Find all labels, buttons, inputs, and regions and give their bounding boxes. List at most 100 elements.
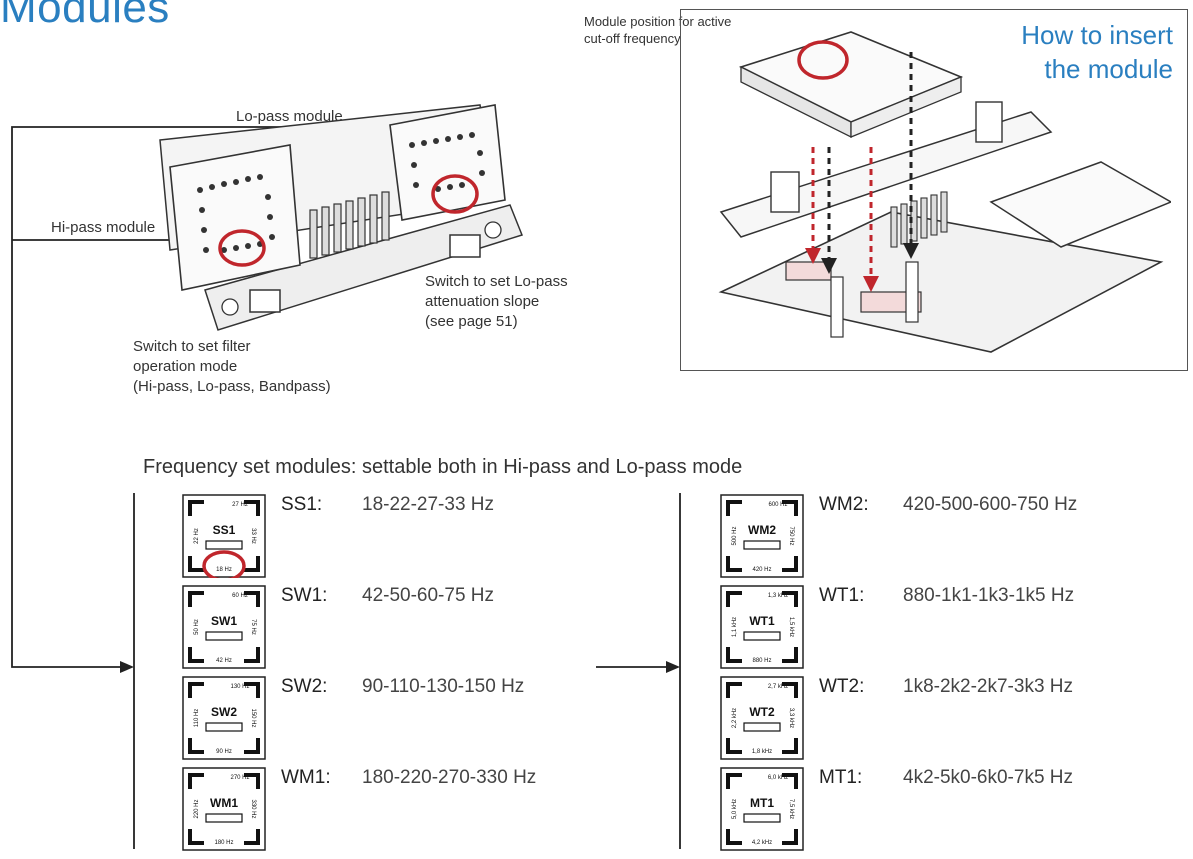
module-position-label: Module position for active cut-off frequ… — [584, 14, 732, 46]
module-frequency-range: 42-50-60-75 Hz — [362, 585, 495, 606]
screw-right — [484, 221, 502, 239]
left-arrow-head — [120, 661, 134, 673]
lopass-slope-switch — [449, 234, 481, 258]
module-chip: SW1 42 Hz 60 Hz 50 Hz 75 Hz — [182, 585, 266, 669]
chip-top-frequency: 130 Hz — [230, 684, 249, 690]
chip-bottom-frequency: 880 Hz — [752, 658, 771, 664]
chip-right-frequency: 330 Hz — [250, 799, 256, 818]
inset-rail — [719, 111, 1053, 238]
chip-left-frequency: 220 Hz — [194, 799, 200, 818]
chip-bottom-frequency: 18 Hz — [216, 567, 232, 573]
module-code: WM1: — [281, 767, 331, 788]
chip-top-frequency: 270 Hz — [230, 775, 249, 781]
module-chip: WM2 420 Hz 600 Hz 500 Hz 750 Hz — [720, 494, 804, 578]
inset-rail-block-right — [975, 101, 1003, 143]
filter-switch-label: Switch to set filter operation mode (Hi-… — [133, 338, 331, 395]
chip-label: SW1 — [211, 614, 237, 628]
module-chip: MT1 4,2 kHz 6,0 kHz 5,0 kHz 7,5 kHz — [720, 767, 804, 851]
lopass-connector — [11, 126, 370, 668]
chip-left-frequency: 500 Hz — [732, 526, 738, 545]
chip-label: WM1 — [210, 796, 238, 810]
chip-left-frequency: 2,2 kHz — [732, 708, 738, 728]
chip-left-frequency: 1,1 kHz — [732, 617, 738, 637]
chip-label: WM2 — [748, 523, 776, 537]
screw-left — [221, 298, 239, 316]
module-code: SW1: — [281, 585, 328, 606]
filter-board-illustration — [159, 104, 523, 331]
module-code: WT2: — [819, 676, 865, 697]
lopass-module-card — [389, 104, 506, 221]
module-code: WM2: — [819, 494, 869, 515]
hipass-module-card — [169, 144, 301, 291]
inset-standoff-right — [905, 261, 919, 323]
lopass-module-label: Lo-pass module — [236, 108, 343, 125]
inset-socket-left — [785, 261, 832, 281]
insert-module-inset: How to insert the module — [680, 9, 1188, 371]
chip-right-frequency: 750 Hz — [788, 526, 794, 545]
module-chip: WM1 180 Hz 270 Hz 220 Hz 330 Hz — [182, 767, 266, 851]
right-arrow-head — [666, 661, 680, 673]
chip-top-frequency: 60 Hz — [232, 593, 248, 599]
chip-label: SW2 — [211, 705, 237, 719]
lopass-module-pins — [409, 132, 485, 192]
inset-title: How to insert the module — [1021, 20, 1173, 84]
module-chip: WT2 1,8 kHz 2,7 kHz 2,2 kHz 3,3 kHz — [720, 676, 804, 760]
chip-right-frequency: 75 Hz — [250, 619, 256, 635]
chip-top-frequency: 27 Hz — [232, 502, 248, 508]
chip-left-frequency: 5,0 kHz — [732, 799, 738, 819]
insertion-illustration — [718, 31, 1171, 353]
chip-bottom-frequency: 180 Hz — [214, 840, 233, 846]
module-chip: WT1 880 Hz 1,3 kHz 1,1 kHz 1,5 kHz — [720, 585, 804, 669]
lopass-position-highlight — [431, 174, 479, 214]
chip-left-frequency: 50 Hz — [194, 619, 200, 635]
chip-right-frequency: 33 Hz — [250, 528, 256, 544]
module-frequency-range: 4k2-5k0-6k0-7k5 Hz — [903, 767, 1074, 788]
hipass-module-label: Hi-pass module — [51, 219, 156, 236]
chip-left-frequency: 22 Hz — [194, 528, 200, 544]
chip-top-frequency: 2,7 kHz — [768, 684, 788, 690]
chip-top-frequency: 6,0 kHz — [768, 775, 788, 781]
module-frequency-range: 180-220-270-330 Hz — [362, 767, 537, 788]
module-code: MT1: — [819, 767, 863, 788]
inset-mounted-module — [989, 161, 1171, 248]
chip-label: MT1 — [750, 796, 774, 810]
base-plate — [204, 204, 523, 331]
chip-right-frequency: 3,3 kHz — [788, 708, 794, 728]
module-chip: SS1 18 Hz 27 Hz 22 Hz 33 Hz — [182, 494, 266, 578]
chip-left-frequency: 110 Hz — [194, 709, 200, 728]
chip-top-frequency: 600 Hz — [768, 502, 787, 508]
module-code: SS1: — [281, 494, 323, 515]
page-title: Modules — [0, 0, 170, 32]
inset-rail-block-left — [770, 171, 800, 213]
chip-bottom-frequency: 420 Hz — [752, 567, 771, 573]
chip-label: WT2 — [749, 705, 775, 719]
chip-bottom-frequency: 90 Hz — [216, 749, 232, 755]
module-frequency-range: 420-500-600-750 Hz — [903, 494, 1078, 515]
frequency-section-heading: Frequency set modules: settable both in … — [143, 456, 743, 478]
chip-bottom-frequency: 42 Hz — [216, 658, 232, 664]
chip-label: WT1 — [749, 614, 775, 628]
heat-sink — [309, 191, 390, 259]
module-code: WT1: — [819, 585, 865, 606]
chip-right-frequency: 150 Hz — [250, 708, 256, 727]
filter-mode-switch — [249, 289, 281, 313]
hipass-position-highlight — [218, 229, 266, 267]
chip-label: SS1 — [213, 523, 236, 537]
module-chip: SW2 90 Hz 130 Hz 110 Hz 150 Hz — [182, 676, 266, 760]
chip-right-frequency: 7,5 kHz — [788, 799, 794, 819]
module-frequency-range: 90-110-130-150 Hz — [362, 676, 525, 697]
module-frequency-range: 18-22-27-33 Hz — [362, 494, 495, 515]
module-frequency-range: 1k8-2k2-2k7-3k3 Hz — [903, 676, 1074, 697]
module-code: SW2: — [281, 676, 328, 697]
hipass-module-pins — [197, 174, 275, 253]
chip-right-frequency: 1,5 kHz — [788, 617, 794, 637]
chip-bottom-frequency: 4,2 kHz — [752, 840, 772, 846]
inset-position-highlight — [797, 40, 849, 80]
lopass-switch-label: Switch to set Lo-pass attenuation slope … — [425, 273, 568, 330]
chip-bottom-frequency: 1,8 kHz — [752, 749, 772, 755]
module-frequency-range: 880-1k1-1k3-1k5 Hz — [903, 585, 1075, 606]
inset-lifted-module — [738, 31, 964, 123]
chip-top-frequency: 1,3 kHz — [768, 593, 788, 599]
inset-base-board — [718, 211, 1164, 353]
